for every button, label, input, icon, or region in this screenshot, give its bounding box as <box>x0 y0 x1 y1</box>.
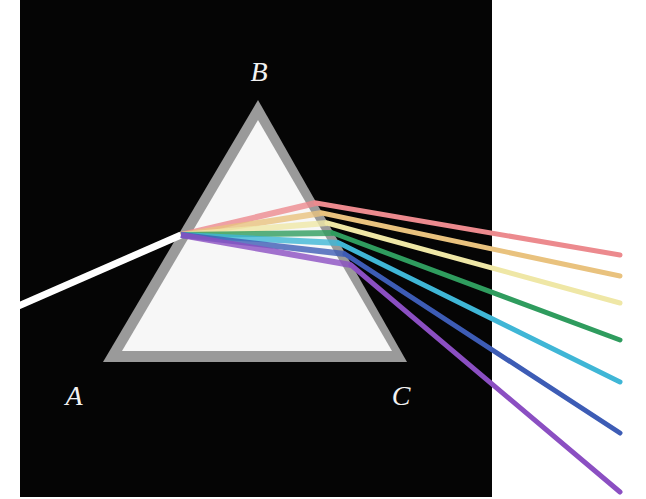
white-light-beam <box>0 235 181 314</box>
spectrum-ray <box>327 223 620 303</box>
vertex-label: A <box>65 382 82 410</box>
spectrum-ray <box>345 254 620 433</box>
inside-ray <box>181 235 351 265</box>
spectrum-ray <box>316 203 620 255</box>
dispersed-rays <box>316 203 620 492</box>
vertex-label: C <box>392 382 411 410</box>
prism-glass <box>122 120 392 351</box>
vertex-label: B <box>250 58 267 86</box>
spectrum-ray <box>351 265 620 492</box>
spectrum-ray <box>339 243 620 382</box>
